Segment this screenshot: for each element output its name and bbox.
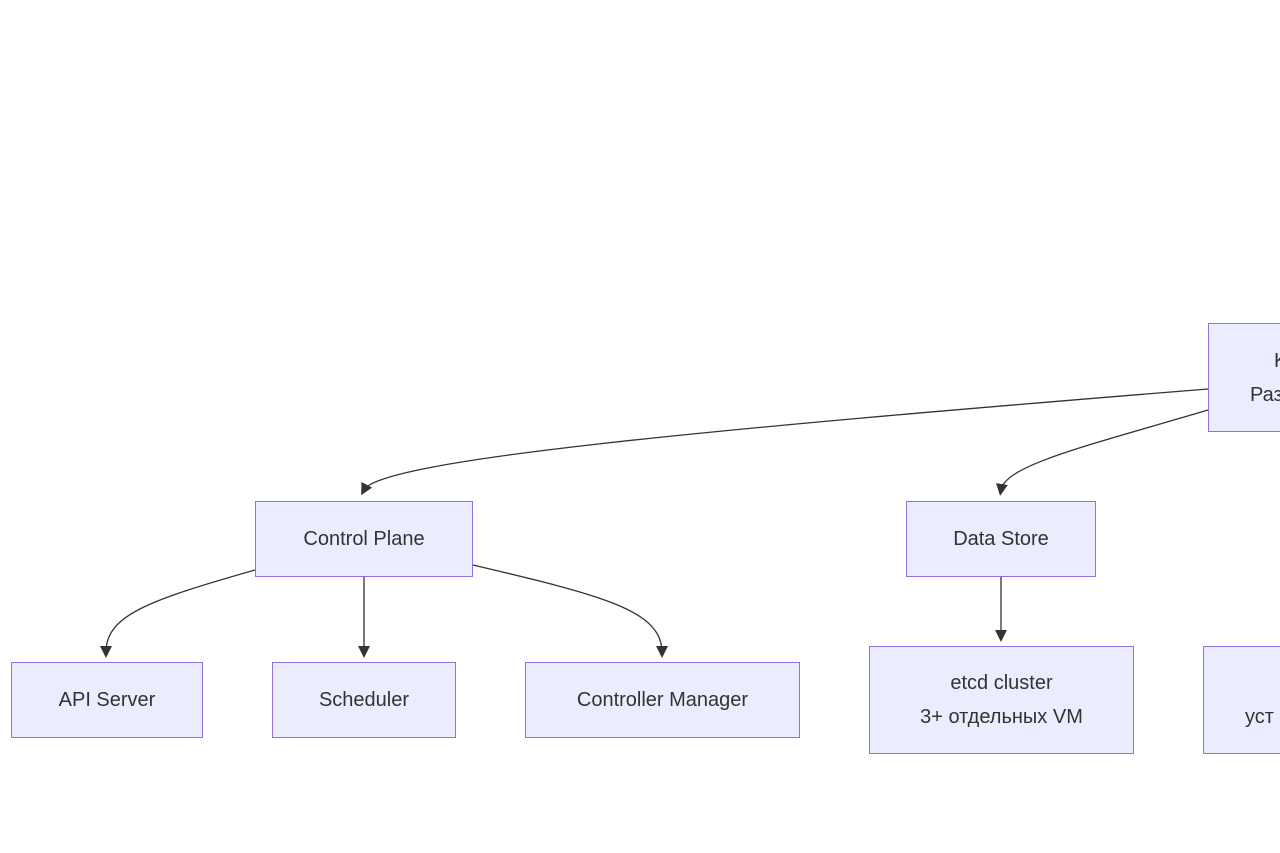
- node-control-plane: Control Plane: [255, 501, 473, 577]
- node-api-server: API Server: [11, 662, 203, 738]
- node-controller-manager: Controller Manager: [525, 662, 800, 738]
- node-data-store: Data Store: [906, 501, 1096, 577]
- node-root-line2: Раз: [1250, 383, 1280, 406]
- node-etcd-cluster-line1: etcd cluster: [950, 672, 1053, 694]
- node-controller-manager-label: Controller Manager: [576, 689, 749, 711]
- edge-control-plane-controller-manager: [472, 564, 668, 658]
- node-root-line1: K: [1250, 344, 1280, 378]
- node-data-store-label: Data Store: [953, 528, 1049, 550]
- node-scheduler: Scheduler: [272, 662, 456, 738]
- node-etcd-cluster: etcd cluster 3+ отдельных VM: [869, 646, 1134, 754]
- edge-root-control-plane: [361, 388, 1209, 496]
- edge-root-data-store: [996, 409, 1209, 496]
- node-partial-right: уст: [1203, 646, 1280, 754]
- node-root: K Раз: [1208, 323, 1280, 432]
- node-etcd-cluster-line2: 3+ отдельных VM: [920, 706, 1083, 728]
- node-control-plane-label: Control Plane: [303, 528, 425, 550]
- node-api-server-label: API Server: [58, 689, 156, 711]
- node-partial-right-line2: уст: [1245, 706, 1274, 728]
- edge-control-plane-api-server: [100, 569, 256, 658]
- node-scheduler-label: Scheduler: [318, 689, 410, 711]
